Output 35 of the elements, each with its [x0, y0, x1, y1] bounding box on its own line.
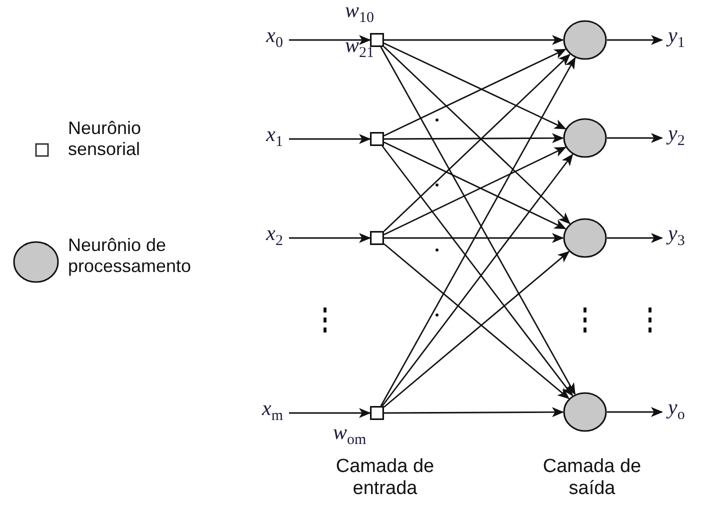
processing-neuron	[563, 392, 607, 432]
processing-neuron	[563, 20, 607, 60]
sensory-neuron	[370, 406, 384, 420]
legend-text: Neurônio sensorial	[68, 118, 142, 160]
variable-label: x$_{0}$	[266, 24, 283, 52]
arrow	[289, 233, 371, 243]
variable-label: y$_{1}$	[668, 24, 685, 52]
variable-label: x$_{2}$	[266, 222, 283, 250]
variable-label: y$_{o}$	[668, 396, 685, 424]
arrow	[384, 35, 564, 45]
sensory-neuron	[370, 231, 384, 245]
processing-neuron	[563, 218, 607, 258]
layer-caption: Camada de entrada	[334, 456, 436, 500]
arrow	[289, 134, 371, 144]
arrow	[384, 133, 564, 144]
arrow	[607, 133, 663, 143]
sensory-neuron	[370, 132, 384, 146]
weight-label: w$_{10}$	[345, 0, 374, 26]
variable-label: x$_{m}$	[262, 398, 283, 424]
arrow	[384, 233, 564, 243]
weight-label: w$_{21}$	[345, 35, 374, 62]
arrow	[607, 35, 663, 45]
layer-caption: Camada de saída	[542, 456, 642, 500]
sensory-neuron	[370, 33, 384, 47]
variable-label: x$_{1}$	[266, 124, 283, 150]
arrow	[607, 233, 663, 243]
variable-label: y$_{3}$	[668, 222, 685, 250]
processing-neuron	[563, 118, 607, 158]
weight-label: w$_{om}$	[333, 422, 366, 448]
variable-label: y$_{2}$	[668, 122, 685, 150]
arrow	[289, 408, 371, 418]
legend-text: Neurônio de processamento	[68, 235, 192, 276]
arrow	[289, 35, 371, 45]
arrow	[607, 407, 663, 417]
arrow	[384, 407, 564, 418]
